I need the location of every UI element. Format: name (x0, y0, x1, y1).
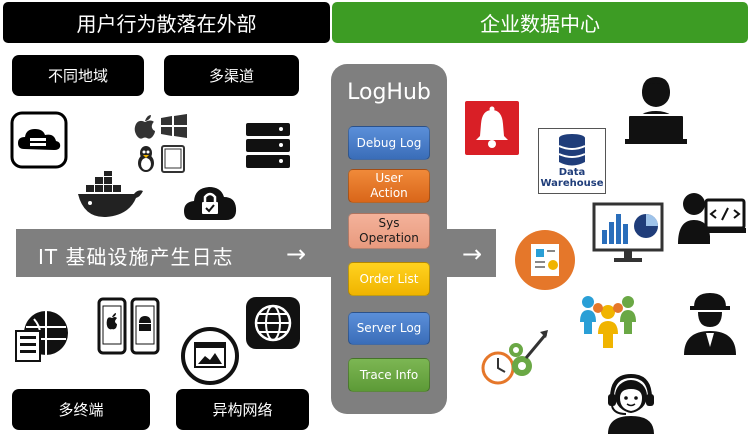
tag-channels-label: 多渠道 (208, 67, 254, 85)
data-warehouse-label: Data Warehouse (538, 167, 606, 189)
tablet-icon (161, 145, 185, 173)
server-log-button[interactable]: Server Log (348, 312, 430, 345)
linux-icon (138, 146, 154, 172)
left-header-title: 用户行为散落在外部 (76, 12, 257, 36)
band-arrow-right: → (462, 240, 483, 268)
trace-info-button[interactable]: Trace Info (348, 358, 430, 392)
server-icon (246, 123, 290, 168)
browser-server-icon (15, 311, 68, 362)
tag-region-label: 不同地域 (47, 67, 108, 85)
windows-icon (161, 114, 187, 138)
order-list-button[interactable]: Order List (348, 262, 430, 296)
debug-log-button[interactable]: Debug Log (348, 126, 430, 160)
left-header: 用户行为散落在外部 (3, 2, 330, 43)
engineer-icon (678, 287, 742, 355)
gears-icon (481, 330, 548, 385)
alarm-bell-icon (465, 101, 519, 155)
user-laptop-icon (625, 77, 687, 144)
cloud-lock-icon (184, 187, 237, 220)
mobile-phones-icon (97, 297, 160, 355)
report-icon (515, 230, 575, 290)
tag-terminals-label: 多终端 (58, 401, 104, 419)
developer-icon (678, 193, 746, 244)
dashboard-monitor-icon (592, 202, 664, 262)
tag-networks-label: 异构网络 (212, 401, 273, 419)
cloud-server-icon (10, 111, 68, 169)
docker-icon (78, 171, 143, 218)
tag-terminals: 多终端 (12, 389, 150, 430)
data-warehouse-icon (558, 134, 586, 166)
browser-window-icon (181, 327, 239, 385)
team-icon (580, 296, 636, 348)
right-header-title: 企业数据中心 (480, 12, 600, 36)
data-warehouse-line2: Warehouse (540, 178, 604, 189)
user-action-button[interactable]: User Action (348, 169, 430, 203)
loghub-title: LogHub (347, 80, 431, 105)
tag-region: 不同地域 (12, 55, 144, 96)
right-header: 企业数据中心 (332, 2, 748, 43)
band-arrow-left: → (286, 240, 307, 268)
infrastructure-band-text: IT 基础设施产生日志 (38, 245, 234, 269)
tag-channels: 多渠道 (164, 55, 299, 96)
apple-icon (134, 115, 155, 139)
sys-operation-button[interactable]: Sys Operation (348, 213, 430, 249)
data-warehouse-line1: Data (558, 167, 586, 178)
globe-icon (246, 297, 300, 349)
tag-networks: 异构网络 (176, 389, 309, 430)
support-agent-icon (608, 373, 654, 434)
